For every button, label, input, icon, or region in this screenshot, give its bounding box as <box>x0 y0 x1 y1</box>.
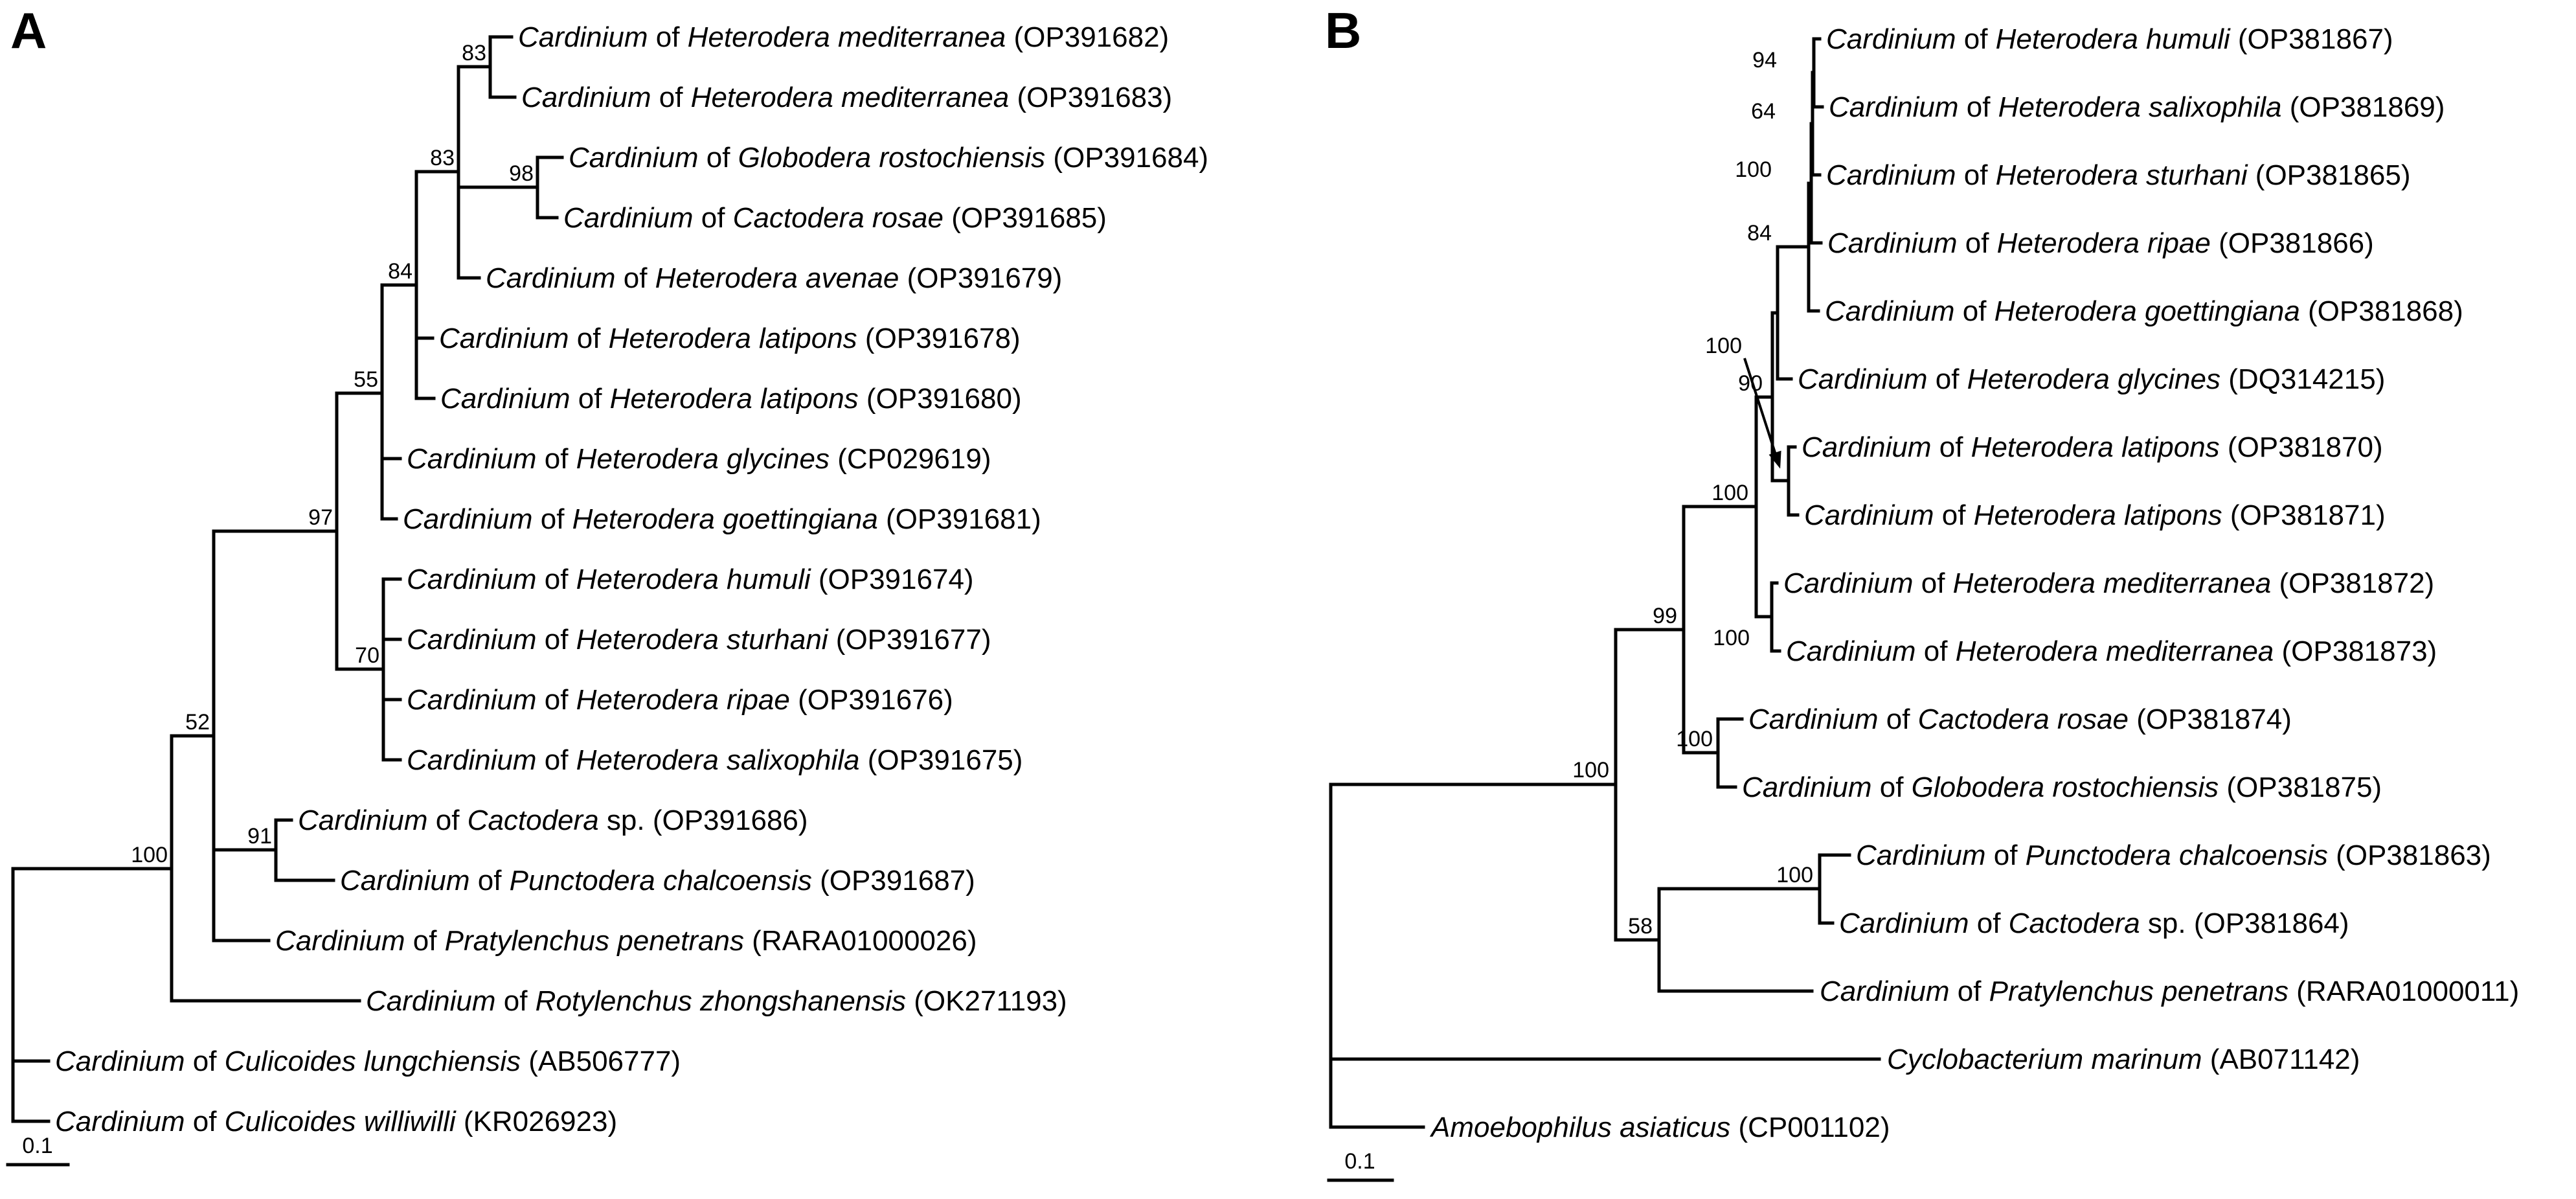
bootstrap-value: 52 <box>185 710 210 735</box>
taxon-label: Cardinium of Heterodera latipons (OP3916… <box>439 323 1021 354</box>
bootstrap-value: 84 <box>388 259 412 284</box>
taxon-label: Cardinium of Punctodera chalcoensis (OP3… <box>340 865 975 896</box>
bootstrap-value: 99 <box>1653 604 1677 628</box>
taxon-label: Cardinium of Heterodera ripae (OP391676) <box>407 684 953 716</box>
bootstrap-value: 100 <box>131 843 168 867</box>
panel-a-letter: A <box>10 2 47 59</box>
taxon-label: Cardinium of Cactodera sp. (OP381864) <box>1839 908 2349 939</box>
bootstrap-value: 100 <box>1713 626 1750 650</box>
taxon-label: Cardinium of Heterodera ripae (OP381866) <box>1827 227 2374 259</box>
bootstrap-value: 58 <box>1628 914 1653 939</box>
bootstrap-value: 94 <box>1752 48 1777 73</box>
panel-a: 83 98 83 84 55 70 97 91 52 100 Cardinium of Hetero… <box>6 21 1208 1167</box>
bootstrap-value: 97 <box>308 505 333 530</box>
bootstrap-value: 100 <box>1676 727 1713 751</box>
taxon-label: Cardinium of Heterodera latipons (OP3818… <box>1804 499 2386 531</box>
callout-arrow-head <box>1768 450 1781 469</box>
taxon-label: Cardinium of Heterodera salixophila (OP3… <box>1829 91 2445 123</box>
taxon-label: Cardinium of Heterodera humuli (OP391674… <box>407 564 974 595</box>
taxon-label: Cardinium of Culicoides lungchiensis (AB… <box>55 1045 681 1077</box>
taxon-label: Cardinium of Heterodera glycines (DQ3142… <box>1798 363 2385 395</box>
bootstrap-value: 98 <box>509 161 534 186</box>
taxon-label: Cardinium of Globodera rostochiensis (OP… <box>569 142 1208 174</box>
taxon-label: Cardinium of Pratylenchus penetrans (RAR… <box>1820 976 2519 1007</box>
taxon-label: Cardinium of Pratylenchus penetrans (RAR… <box>275 925 977 957</box>
taxon-label: Cardinium of Heterodera sturhani (OP3818… <box>1826 159 2411 191</box>
bootstrap-value: 70 <box>355 643 379 668</box>
scale-bar-label: 0.1 <box>1344 1149 1375 1174</box>
bootstrap-value: 91 <box>247 824 272 849</box>
bootstrap-value: 64 <box>1751 99 1776 124</box>
bootstrap-value: 100 <box>1776 863 1813 887</box>
taxon-label: Cardinium of Heterodera mediterranea (OP… <box>518 21 1169 53</box>
taxon-label: Cardinium of Cactodera rosae (OP391685) <box>563 202 1107 234</box>
taxon-label: Cardinium of Rotylenchus zhongshanensis … <box>366 985 1067 1017</box>
taxon-label: Cardinium of Heterodera mediterranea (OP… <box>1783 567 2434 599</box>
bootstrap-value: 100 <box>1735 157 1772 182</box>
panel-b: 946410084901001009910010010058Cardinium … <box>1327 23 2519 1182</box>
bootstrap-value: 83 <box>430 146 455 170</box>
taxon-label: Cardinium of Cactodera rosae (OP381874) <box>1748 703 2292 735</box>
taxon-label: Cardinium of Globodera rostochiensis (OP… <box>1742 771 2382 803</box>
bootstrap-value: 84 <box>1747 221 1772 246</box>
taxon-label: Cardinium of Heterodera latipons (OP3916… <box>440 383 1022 415</box>
taxon-label: Cardinium of Heterodera avenae (OP391679… <box>486 262 1062 294</box>
taxon-label: Cardinium of Heterodera salixophila (OP3… <box>407 744 1022 776</box>
taxon-label: Cardinium of Heterodera humuli (OP381867… <box>1826 23 2393 55</box>
panel-b-letter: B <box>1325 2 1362 59</box>
bootstrap-value: 100 <box>1572 758 1609 782</box>
bootstrap-value: 55 <box>354 367 378 392</box>
bootstrap-value: 100 <box>1712 481 1748 505</box>
taxon-label: Cyclobacterium marinum (AB071142) <box>1887 1044 2360 1075</box>
taxon-label: Cardinium of Heterodera goettingiana (OP… <box>403 503 1041 535</box>
taxon-label: Cardinium of Heterodera goettingiana (OP… <box>1825 295 2463 327</box>
scale-bar-label: 0.1 <box>22 1134 52 1158</box>
taxon-label: Cardinium of Heterodera sturhani (OP3916… <box>407 624 991 656</box>
taxon-label: Cardinium of Punctodera chalcoensis (OP3… <box>1856 839 2491 871</box>
taxon-label: Cardinium of Heterodera mediterranea (OP… <box>1786 635 2437 667</box>
bootstrap-value: 83 <box>462 41 486 65</box>
callout-arrow-line <box>1743 358 1779 463</box>
taxon-label: Cardinium of Cactodera sp. (OP391686) <box>298 805 808 836</box>
taxon-label: Cardinium of Culicoides williwilli (KR02… <box>55 1106 617 1137</box>
taxon-label: Cardinium of Heterodera mediterranea (OP… <box>521 82 1172 113</box>
taxon-label: Amoebophilus asiaticus (CP001102) <box>1429 1112 1890 1143</box>
taxon-label: Cardinium of Heterodera latipons (OP3818… <box>1802 431 2383 463</box>
taxon-label: Cardinium of Heterodera glycines (CP0296… <box>407 443 991 475</box>
bootstrap-value-callout: 100 <box>1705 334 1742 358</box>
